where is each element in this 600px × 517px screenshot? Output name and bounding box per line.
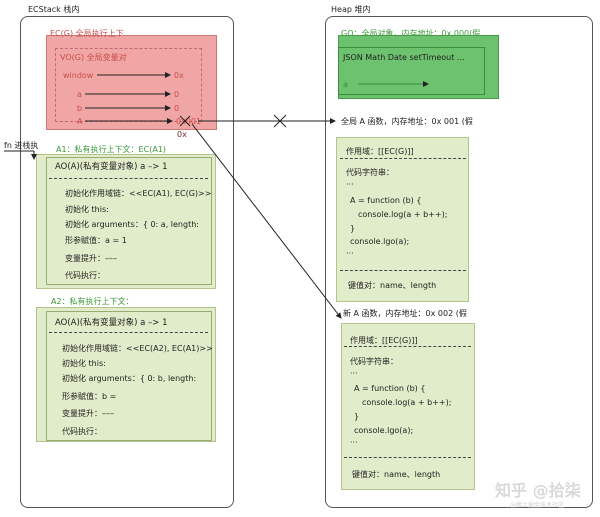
ao2-block — [46, 311, 212, 441]
ao1-line: 变量提升：––– — [65, 254, 117, 263]
var-value-A-overflow: 0x — [177, 130, 187, 139]
func-a-code-line: console.log(a + b++); — [358, 210, 448, 219]
func-a-code-title: 代码字符串： — [346, 168, 394, 177]
ao1-title: AO(A)(私有变量对象) a –> 1 — [55, 162, 168, 172]
ao2-title: AO(A)(私有变量对象) a –> 1 — [55, 318, 168, 328]
cross-icon — [273, 114, 287, 128]
ao2-line: 初始化 arguments：{ 0: b, length: — [62, 374, 197, 383]
ecg-block — [46, 35, 217, 130]
ecstack-title: ECStack 栈内 — [28, 5, 80, 14]
vog-label: VO(G) 全局变量对 — [60, 53, 127, 62]
var-value-b: 0 — [174, 104, 180, 113]
var-name-A: A — [77, 117, 83, 126]
func-a-code-line: ··· — [346, 180, 354, 189]
func-a-label: 全局 A 函数，内存地址：0x 001 (假 — [341, 117, 473, 126]
a1-panel — [36, 154, 216, 289]
func-a-code-line: } — [350, 224, 356, 233]
func-b-code-line: } — [354, 412, 360, 421]
ao1-line: 初始化 this: — [65, 205, 109, 214]
var-name-window: window — [63, 71, 94, 80]
var-value-window: 0x — [174, 71, 184, 80]
a1-label: A1：私有执行上下文：EC(A1) — [56, 145, 167, 154]
ao1-line: 初始化作用域链：<<EC(A1), EC(G)>> — [65, 189, 212, 198]
func-b-code-line: ··· — [350, 438, 358, 447]
func-b-code-line: ··· — [350, 369, 358, 378]
a2-panel — [36, 307, 216, 442]
ao2-line: 初始化作用域链：<<EC(A2), EC(A1)>> — [62, 344, 213, 353]
ao1-line: 形参赋值：a = 1 — [65, 236, 127, 245]
func-b-divider-top — [344, 346, 471, 347]
var-value-a: 0 — [174, 90, 180, 99]
ao1-line: 初始化 arguments：{ 0: a, length: — [65, 220, 199, 229]
ao1-divider — [49, 178, 208, 179]
ao1-block — [46, 157, 212, 285]
func-a-code-line: A = function (b) { — [350, 196, 422, 205]
go-items: JSON Math Date setTimeout ... — [343, 53, 465, 62]
func-a-scope: 作用域：[[EC(G)]] — [346, 147, 414, 156]
watermark-small: @稀土掘金技术社区 — [510, 502, 565, 509]
ao2-line: 代码执行： — [62, 427, 102, 436]
go-label: GO：全局对象，内存地址：0x 000(假 — [341, 29, 481, 38]
ao1-line: 代码执行： — [65, 271, 105, 280]
go-block — [338, 35, 499, 99]
var-name-a: a — [77, 90, 82, 99]
fn-label: fn 进栈执 — [4, 141, 39, 150]
func-b-code-line: A = function (b) { — [354, 384, 426, 393]
ecstack-container — [20, 16, 234, 508]
func-a-code-line: console.lgo(a); — [350, 237, 410, 246]
var-name-b: b — [77, 104, 83, 113]
var-value-A: 0x001 — [176, 117, 202, 126]
A-strike-icon — [179, 115, 191, 127]
A-to-func-b-arrow — [191, 123, 342, 319]
func-b-code-title: 代码字符串： — [350, 357, 398, 366]
ao2-divider — [49, 332, 208, 333]
func-a-divider-bottom — [340, 270, 466, 271]
func-a-block — [336, 137, 469, 302]
func-b-scope: 作用域：[[EC(G)]] — [350, 336, 418, 345]
func-b-pairs: 键值对：name、length — [352, 470, 441, 479]
watermark: 知乎 @拾柒 — [495, 481, 581, 500]
go-inner-block — [338, 47, 485, 95]
func-b-label: 新 A 函数，内存地址：0x 002 (假 — [343, 309, 467, 318]
ao2-line: 形参赋值：b = — [62, 392, 117, 401]
heap-container — [325, 16, 593, 508]
ecg-label: EC(G) 全局执行上下 — [50, 29, 124, 38]
heap-title: Heap 堆内 — [331, 5, 371, 14]
func-b-code-line: console.log(a + b++); — [362, 398, 452, 407]
a2-label: A2：私有执行上下文： — [51, 297, 134, 306]
ao2-line: 初始化 this: — [62, 359, 106, 368]
func-b-divider-bottom — [344, 457, 471, 458]
func-a-code-line: ··· — [346, 249, 354, 258]
func-b-code-line: console.lgo(a); — [354, 426, 414, 435]
func-a-pairs: 键值对：name、length — [348, 281, 437, 290]
ao2-line: 变量提升：––– — [62, 409, 114, 418]
func-a-divider-top — [340, 158, 466, 159]
func-b-block — [341, 323, 475, 490]
go-tail: a — [343, 80, 348, 89]
